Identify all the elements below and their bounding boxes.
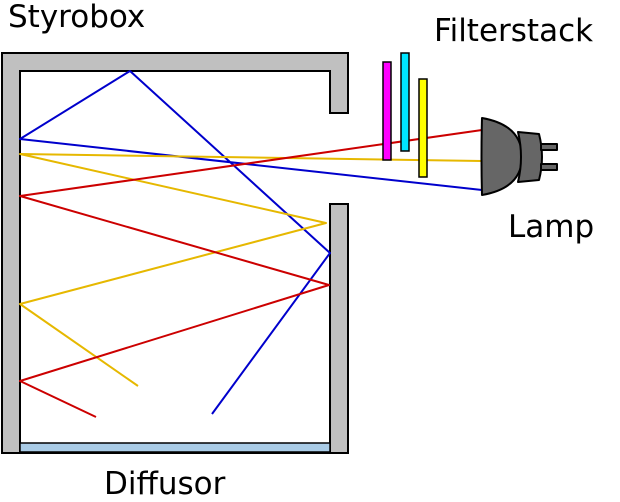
diffusor-panel [19, 442, 331, 453]
styrobox-walls [1, 52, 349, 454]
label-filterstack: Filterstack [434, 13, 594, 49]
styrobox-wall-outer [1, 52, 349, 454]
filter-yellow [418, 78, 428, 178]
lamp-pin-top [540, 143, 558, 151]
lamp-base [517, 131, 543, 183]
label-diffusor: Diffusor [104, 466, 226, 502]
filter-stack [382, 52, 428, 178]
lamp [480, 117, 558, 196]
label-styrobox: Styrobox [8, 0, 146, 35]
label-lamp: Lamp [508, 209, 595, 245]
lamp-pin-bottom [540, 163, 558, 171]
ray-yellow [19, 153, 483, 387]
lamp-reflector [480, 117, 523, 196]
filter-magenta [382, 61, 392, 161]
ray-red [19, 129, 483, 418]
light-rays [19, 70, 483, 418]
filter-cyan [400, 52, 410, 152]
